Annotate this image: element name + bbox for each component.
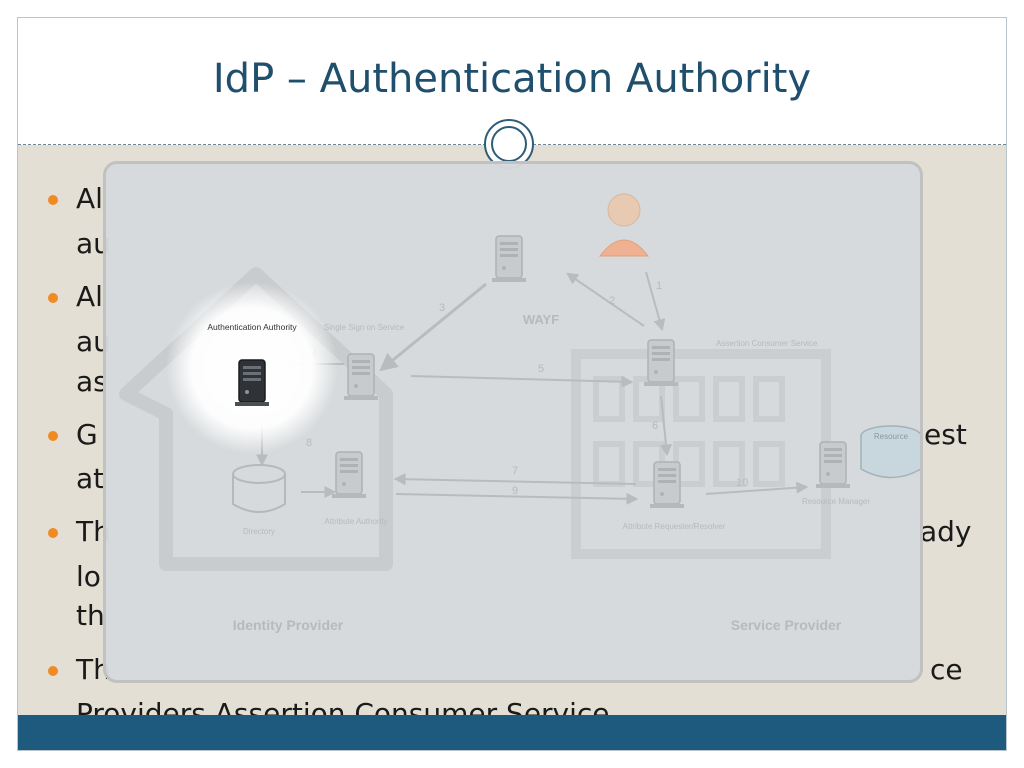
bullet-2-line-1: Al	[76, 280, 103, 313]
service-provider-building-outline	[571, 349, 831, 559]
edge-10	[705, 481, 809, 495]
bullet-dot-icon	[48, 293, 58, 303]
edge-5	[410, 375, 634, 388]
user-avatar-icon	[598, 193, 650, 257]
single-sign-on-label: Single Sign on Service	[324, 323, 405, 332]
service-provider-label: Service Provider	[731, 617, 842, 633]
bullet-1-line-1: Al	[76, 182, 103, 215]
attribute-authority-server-icon	[331, 451, 367, 499]
identity-provider-label: Identity Provider	[233, 617, 344, 633]
resource-label: Resource	[874, 432, 909, 441]
edge-label-6: 6	[652, 420, 658, 432]
wayf-label: WAYF	[523, 312, 559, 327]
bullet-3-line-1-right: est	[924, 418, 967, 451]
directory-database-icon	[232, 464, 286, 513]
bullet-dot-icon	[48, 431, 58, 441]
wayf-server-icon	[491, 235, 527, 283]
edge-1	[645, 271, 666, 332]
bullet-4-line-1-right: ady	[920, 515, 972, 548]
directory-label: Directory	[243, 527, 275, 536]
assertion-consumer-server-icon	[643, 339, 679, 387]
bullet-3-line-2: at	[76, 462, 105, 495]
footer-bar	[18, 715, 1006, 750]
edge-3	[379, 282, 487, 372]
edge-2	[566, 272, 645, 327]
bullet-5-line-1-right: ce	[930, 653, 963, 686]
bullet-2-line-3: as	[76, 365, 108, 398]
diagram-panel: 1 2 3 4 5 6 7 8 9 10 Authentication Auth…	[103, 161, 923, 683]
edge-label-7: 7	[512, 465, 518, 477]
edge-label-3: 3	[439, 302, 445, 314]
architecture-diagram: 1 2 3 4 5 6 7 8 9 10 Authentication Auth…	[119, 193, 920, 633]
bullet-dot-icon	[48, 528, 58, 538]
edge-label-1: 1	[656, 280, 662, 292]
slide-title: IdP – Authentication Authority	[212, 56, 812, 102]
resource-database-icon	[860, 425, 920, 479]
edge-label-9: 9	[512, 485, 518, 497]
bullet-3-line-1: G	[76, 418, 98, 451]
edge-label-8: 8	[306, 437, 312, 449]
bullet-dot-icon	[48, 195, 58, 205]
authentication-authority-label: Authentication Authority	[207, 322, 297, 332]
edge-label-2: 2	[609, 295, 615, 307]
edge-9	[395, 492, 639, 505]
attribute-requester-label: Attribute Requester/Resolver	[623, 522, 726, 531]
edge-label-5: 5	[538, 363, 544, 375]
slide: IdP – Authentication Authority Al au Al …	[17, 17, 1007, 751]
identity-provider-house-outline	[119, 267, 393, 571]
service-provider-building-windows	[593, 376, 785, 487]
single-sign-on-server-icon	[343, 353, 379, 401]
attribute-requester-server-icon	[649, 461, 685, 509]
bullet-4-line-3: th	[76, 599, 105, 632]
edge-label-10: 10	[736, 477, 748, 489]
bullet-dot-icon	[48, 666, 58, 676]
resource-manager-label: Resource Manager	[802, 497, 870, 506]
bullet-4-line-2: lo	[76, 560, 101, 593]
authentication-authority-server-icon	[235, 359, 269, 406]
attribute-authority-label: Attribute Authority	[324, 517, 387, 526]
assertion-consumer-label: Assertion Consumer Service	[716, 339, 818, 348]
edge-6	[660, 395, 672, 457]
resource-manager-server-icon	[815, 441, 851, 489]
edge-7	[393, 473, 637, 486]
